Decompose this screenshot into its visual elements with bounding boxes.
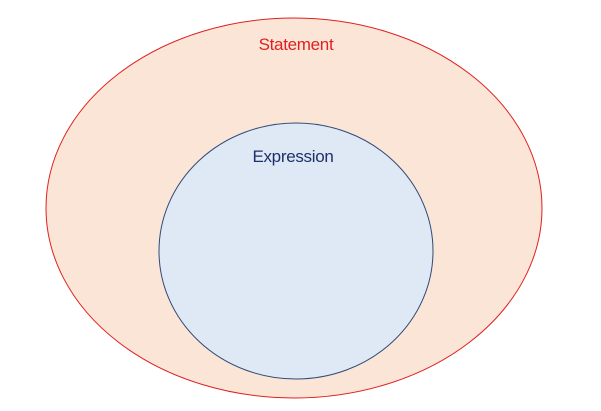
statement-label: Statement <box>259 35 334 54</box>
expression-set-ellipse <box>158 122 434 380</box>
expression-label: Expression <box>252 147 333 166</box>
